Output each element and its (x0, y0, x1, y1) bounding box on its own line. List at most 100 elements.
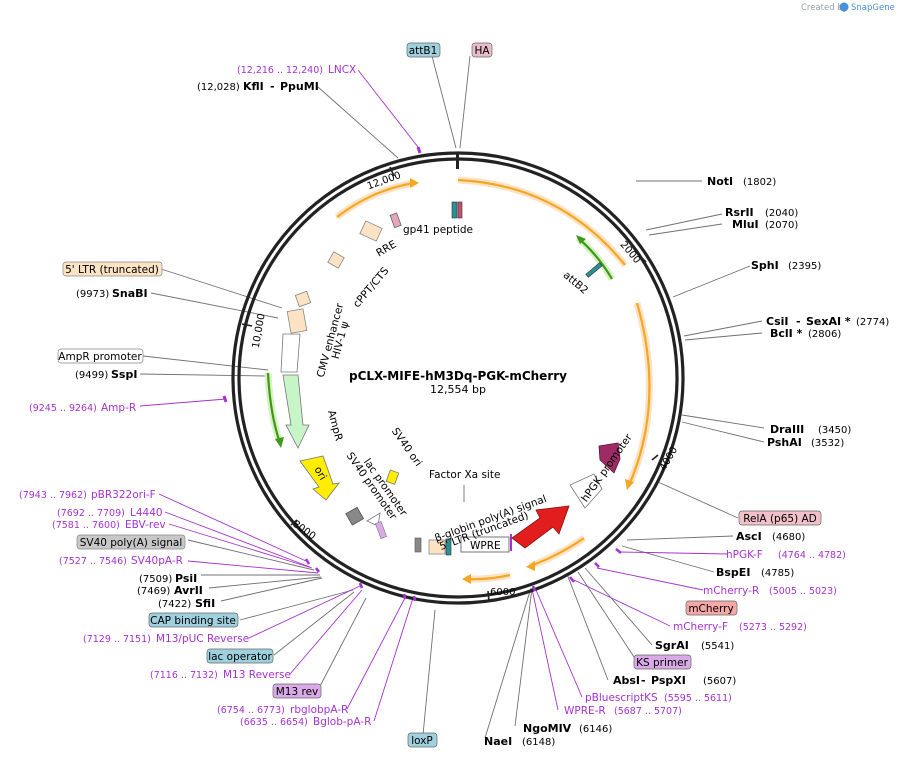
primer-m13puc: M13/pUC Reverse (156, 633, 249, 645)
inner-features (280, 201, 621, 556)
label-factor-xa: Factor Xa site (429, 469, 500, 481)
primer-pos-hpgkf: (4764 .. 4782) (778, 550, 846, 561)
primer-labels: (12,216 .. 12,240) LNCX (9245 .. 9264) A… (19, 64, 846, 728)
tick-label-10000: 10,000 (251, 313, 268, 349)
ori-arrow (299, 455, 340, 501)
primer-pos-pbr322ori: (7943 .. 7962) (19, 490, 87, 501)
enzyme-pos-csii: (2774) (856, 317, 889, 328)
snapgene-logo-icon (839, 2, 849, 12)
snapgene-credit: Created by SnapGene (801, 2, 895, 13)
boxed-lac-operator: lac operator (208, 651, 272, 663)
enzyme-naei: NaeI (484, 735, 512, 748)
primer-hpgkf: hPGK-F (726, 549, 763, 561)
enzyme-bcli: BclI * (770, 327, 803, 340)
enzyme-pos-bcli: (2806) (808, 329, 841, 340)
arc-left-green (266, 372, 281, 441)
cppt-box (327, 251, 345, 269)
enzyme-pos-sspi: (9499) (75, 370, 108, 381)
gp41-box (389, 212, 402, 229)
boxed-ha: HA (474, 45, 490, 57)
primer-ring-marks (304, 547, 622, 602)
primer-pos-ebvrev: (7581 .. 7600) (52, 520, 120, 531)
label-ampr: AmpR (325, 409, 345, 442)
label-sv40-ori: SV40 ori (389, 426, 424, 469)
primer-pos-pbluescriptks: (5595 .. 5611) (664, 693, 732, 704)
ampr-arrow (282, 374, 310, 449)
primer-pos-rbglobpa: (6754 .. 6773) (217, 705, 285, 716)
primer-lncx: LNCX (328, 64, 356, 76)
svg-text:-: - (796, 315, 801, 328)
enzyme-avrii: AvrII (174, 584, 203, 597)
attb1-inner (451, 201, 458, 219)
hpgk-white-arrow (569, 473, 603, 509)
primer-pos-wprer: (5687 .. 5707) (614, 706, 682, 717)
enzyme-pos-snabi: (9973) (76, 289, 109, 300)
tick-label-8000: 8000 (290, 519, 317, 543)
enzyme-psii: PsiI (175, 572, 197, 585)
plasmid-name: pCLX-MIFE-hM3Dq-PGK-mCherry (349, 369, 567, 383)
boxed-cap: CAP binding site (150, 615, 236, 627)
primer-ebvrev: EBV-rev (125, 519, 166, 531)
label-cppt: cPPT/CTS (351, 265, 392, 310)
enzyme-pos-naei: (6148) (522, 737, 555, 748)
boxed-sv40polya: SV40 poly(A) signal (80, 537, 183, 549)
tick-marks (241, 166, 659, 602)
label-hpgk: hPGK promoter (579, 431, 635, 504)
enzyme-pos-avrii: (7469) (137, 586, 170, 597)
ha-inner (457, 201, 463, 219)
primer-rbglobpa: rbglobpA-R (290, 704, 348, 716)
enzyme-pspxi: PspXI (651, 674, 686, 687)
primer-mcherryf: mCherry-F (673, 621, 728, 633)
arc-top-right-glow (457, 176, 628, 268)
enzyme-pos-absi: (5607) (703, 676, 736, 687)
enzyme-pos-pshai: (3532) (811, 438, 844, 449)
primer-ampr: Amp-R (101, 402, 136, 414)
feature-arcs (264, 176, 653, 584)
enzyme-pos-kfli: (12,028) (197, 82, 240, 93)
enzyme-pos-ngomiv: (6146) (579, 724, 612, 735)
sv40polya-box (345, 506, 365, 526)
enzyme-noti: NotI (707, 175, 733, 188)
enzyme-pos-bspei: (4785) (761, 568, 794, 579)
bglob-box (414, 537, 422, 553)
enzyme-pos-sfii: (7422) (158, 599, 191, 610)
enzyme-csii: CsiI (766, 315, 788, 328)
plasmid-size: 12,554 bp (430, 383, 486, 396)
credit-brand: SnapGene (851, 3, 895, 13)
boxed-mcherry: mCherry (688, 603, 733, 615)
enzyme-rsrii: RsrII (725, 206, 754, 219)
origin-marker (456, 152, 459, 169)
primer-mcherryr: mCherry-R (703, 585, 759, 597)
attb2-inner (585, 262, 603, 278)
hpgk-arrow (598, 442, 621, 474)
enzyme-kfli: KflI (243, 80, 264, 93)
label-gp41: gp41 peptide (403, 224, 473, 236)
arc-top-right (457, 178, 626, 266)
credit-prefix: Created by (801, 3, 848, 13)
sv40ori-box (385, 469, 400, 485)
label-ori: ori (312, 465, 329, 483)
primer-pos-mcherryr: (5005 .. 5023) (769, 586, 837, 597)
primer-pos-m13rev: (7116 .. 7132) (150, 670, 218, 681)
enzyme-ngomiv: NgoMIV (523, 722, 572, 735)
lncx-primer-mark (416, 146, 422, 154)
mcherry-arrow (511, 505, 570, 549)
label-connectors (139, 55, 765, 739)
boxed-ks-primer: KS primer (636, 657, 688, 669)
wpre-box (460, 536, 510, 553)
primer-pos-ampr: (9245 .. 9264) (29, 403, 97, 414)
rre-box (359, 220, 383, 242)
primer-pbr322ori: pBR322ori-F (91, 489, 156, 501)
hiv-box (294, 290, 312, 308)
enzyme-sfii: SfiI (195, 597, 215, 610)
enzyme-snabi: SnaBI (112, 287, 148, 300)
label-rre: RRE (374, 238, 398, 259)
primer-pbluescriptks: pBluescriptKS (585, 692, 658, 704)
enzyme-labels: (12,028) KflI - PpuMI (9973) SnaBI (9499… (75, 80, 889, 748)
cap-box (375, 521, 387, 539)
arc-top-left (336, 181, 415, 218)
primer-bglobpa: Bglob-pA-R (313, 716, 371, 728)
primer-m13rev: M13 Reverse (223, 669, 291, 681)
primer-connectors (139, 69, 729, 722)
